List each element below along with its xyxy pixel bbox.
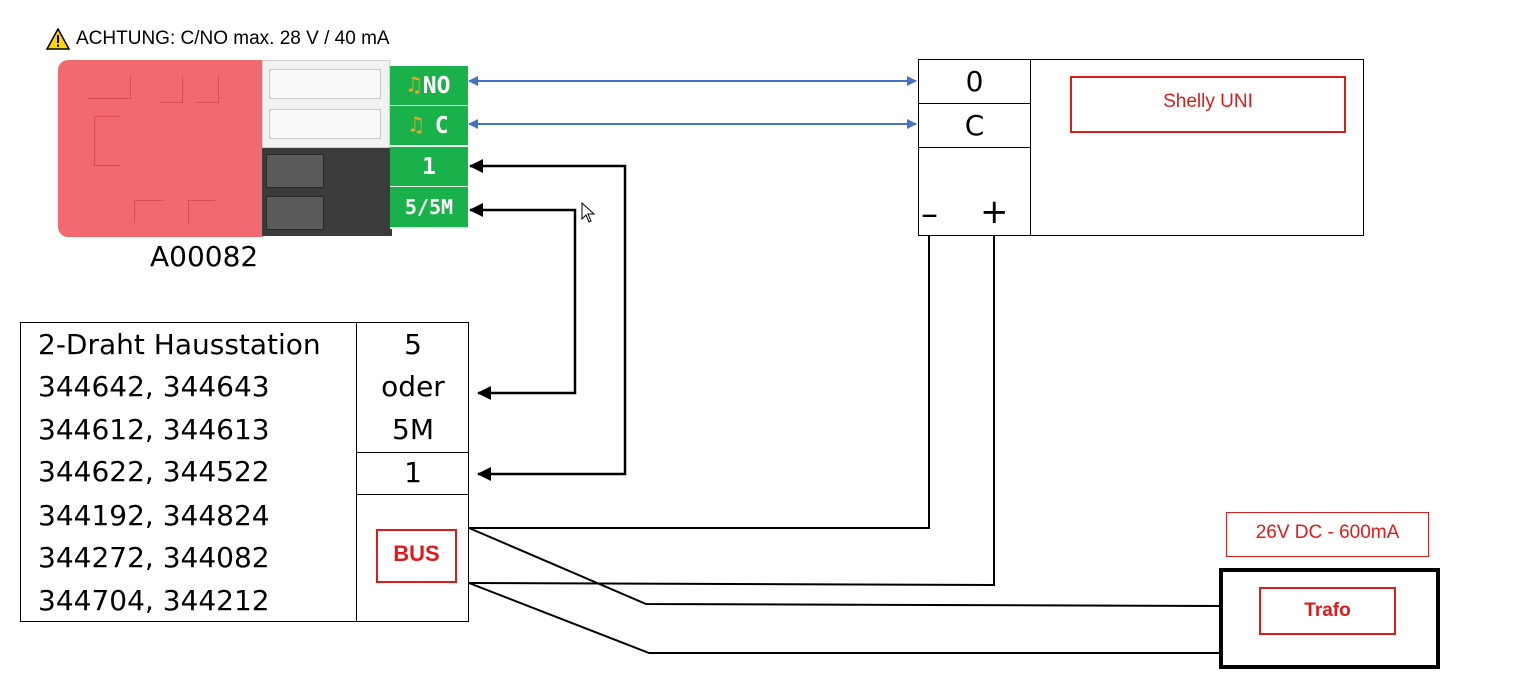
house-station-model-line: 344612, 344613	[38, 413, 270, 446]
shelly-terminal-c: C	[918, 103, 1031, 148]
relay-terminal-5-5m: 5/5M	[390, 187, 468, 229]
mouse-cursor-icon	[581, 201, 596, 223]
relay-terminal-label: C	[434, 112, 449, 139]
house-station-separator	[356, 494, 469, 495]
warning-triangle-icon	[46, 28, 70, 50]
shelly-terminal-plus: +	[980, 192, 1009, 232]
relay-terminal-no: ♫ NO	[390, 66, 468, 107]
trafo-label: Trafo	[1259, 587, 1396, 635]
wire-trafo-lower	[468, 582, 1219, 654]
house-station-model-line: 344192, 344824	[38, 499, 270, 532]
station-terminal-5: 5	[404, 328, 422, 361]
house-station-model-line: 344272, 344082	[38, 541, 270, 574]
warning-text: ACHTUNG: C/NO max. 28 V / 40 mA	[76, 28, 390, 49]
house-station-title: 2-Draht Hausstation	[38, 328, 321, 361]
relay-terminal-label: 5/5M	[404, 195, 454, 219]
relay-model-label: A00082	[150, 240, 259, 273]
relay-terminal-label: NO	[422, 72, 451, 99]
bus-label: BUS	[376, 529, 457, 583]
house-station-model-line: 344622, 344522	[38, 455, 270, 488]
shelly-uni-label: Shelly UNI	[1070, 76, 1346, 133]
house-station-model-line: 344642, 344643	[38, 370, 270, 403]
trafo-box	[1219, 568, 1440, 669]
shelly-terminal-minus: –	[921, 194, 938, 234]
station-terminal-1: 1	[404, 456, 422, 489]
music-note-icon: ♫	[409, 113, 423, 138]
relay-dark-terminal-block	[262, 148, 392, 236]
house-station-box	[20, 322, 469, 622]
house-station-model-line: 344704, 344212	[38, 584, 270, 617]
relay-terminal-c: ♫ C	[390, 106, 468, 147]
station-terminal-5m: 5M	[392, 413, 434, 446]
house-station-divider	[356, 322, 357, 622]
station-terminal-oder: oder	[381, 370, 445, 403]
relay-terminal-label: 1	[422, 153, 436, 180]
relay-module-body	[58, 60, 265, 237]
wire-bus-minus	[469, 236, 930, 529]
wire-bus-plus	[468, 236, 995, 587]
house-station-separator	[356, 452, 469, 453]
warning-note: ACHTUNG: C/NO max. 28 V / 40 mA	[46, 28, 390, 50]
relay-white-terminal-block	[262, 60, 390, 148]
wire-terminal-5	[469, 203, 577, 400]
wire-terminal-1	[469, 159, 627, 481]
wire-trafo-upper	[468, 527, 1220, 607]
power-supply-rating: 26V DC - 600mA	[1226, 512, 1429, 557]
music-note-icon: ♫	[407, 73, 421, 98]
